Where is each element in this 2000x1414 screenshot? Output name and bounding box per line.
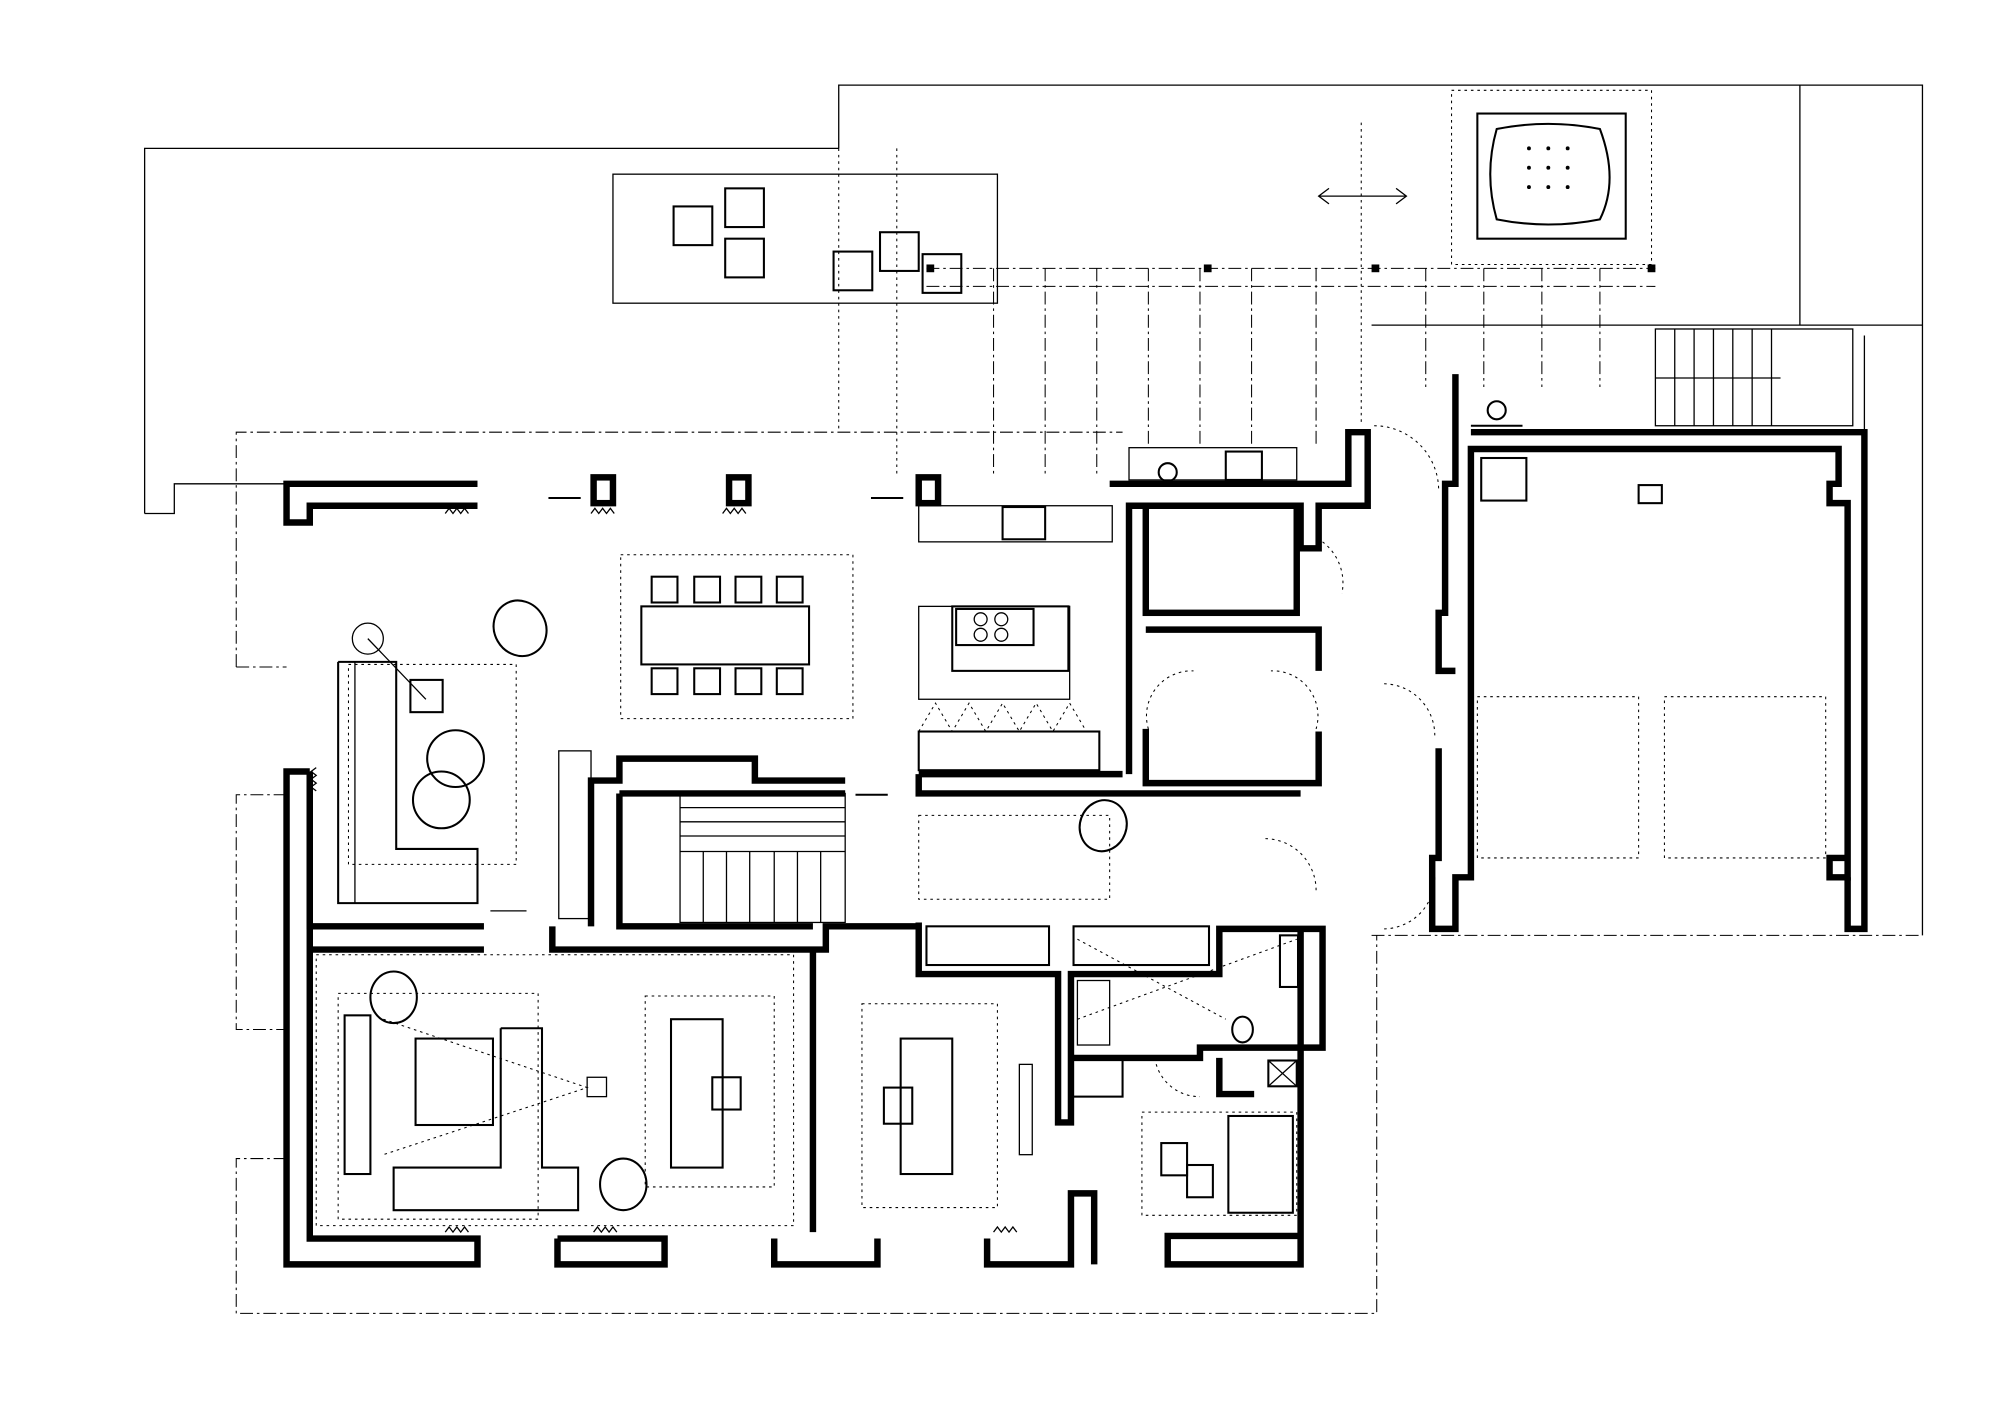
- wardrobes: [925, 925, 1211, 1098]
- living-room: [337, 599, 592, 920]
- walls: [283, 428, 1371, 1268]
- outdoor-stairs: [1654, 328, 1866, 929]
- bathroom: [1076, 934, 1300, 1088]
- radiators: [309, 507, 1018, 1234]
- sliding-arrow: [1317, 187, 1408, 205]
- kitchen: [917, 447, 1298, 772]
- doors: [548, 425, 1440, 1098]
- dining-area: [620, 554, 854, 720]
- hot-tub: [1451, 89, 1653, 265]
- pergola: [926, 264, 1656, 478]
- hot-tub-jets: [1527, 146, 1570, 190]
- guest-room: [1141, 1111, 1298, 1216]
- garage: [1428, 374, 1868, 933]
- office: [861, 925, 1211, 1209]
- study: [315, 954, 795, 1227]
- terrace-furniture: [672, 187, 963, 294]
- main-staircase: [679, 792, 1128, 924]
